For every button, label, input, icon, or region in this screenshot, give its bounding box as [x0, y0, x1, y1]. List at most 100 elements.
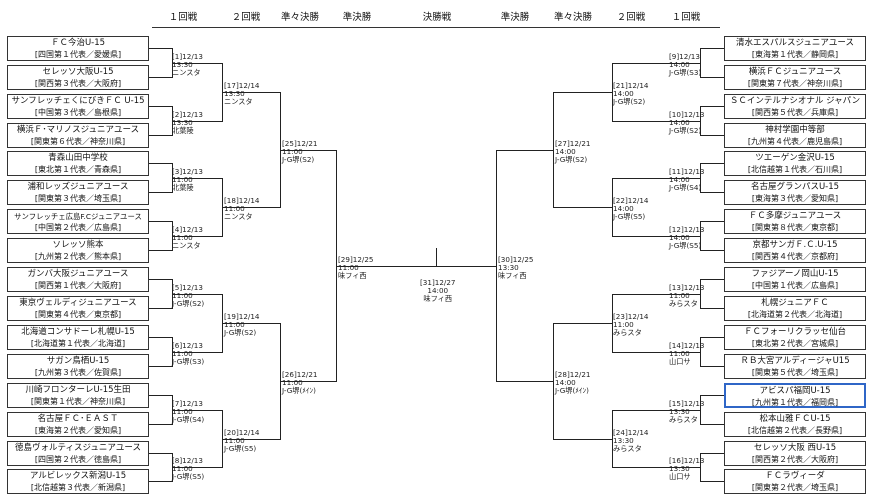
team-box: ＦＣラヴィーダ [関東第２代表／埼玉県]: [724, 469, 866, 494]
match-info: [11]12/13 14:00 J-G堺(S4): [669, 167, 705, 192]
bracket-line: [149, 135, 172, 136]
bracket-line: [149, 366, 172, 367]
bracket-line: [700, 77, 724, 78]
bracket-line: [700, 453, 701, 482]
match-info: [26]12/21 11:00 J-G堺(ﾒｲﾝ): [282, 370, 318, 395]
bracket-line: [553, 439, 612, 440]
team-region: [九州第３代表／佐賀県]: [34, 368, 122, 377]
bracket-line: [172, 63, 222, 64]
team-name: サンフレッチェくにびきＦＣ U-15: [11, 96, 145, 106]
bracket-line: [700, 424, 724, 425]
team-box: 札幌ジュニアＦＣ[北海道第２代表／北海道]: [724, 296, 866, 321]
team-box: 京都サンガＦ.Ｃ.U-15[関西第４代表／京都府]: [724, 238, 866, 263]
bracket-line: [700, 48, 701, 78]
bracket-line: [612, 467, 700, 468]
bracket-line: [700, 48, 724, 49]
team-region: [中国第２代表／広島県]: [34, 223, 122, 232]
team-name: 横浜ＦＣジュニアユース: [748, 67, 842, 77]
team-box: 名古屋グランパスU-15[東海第３代表／愛知県]: [724, 180, 866, 205]
team-region: [北海道第１代表／北海道]: [30, 339, 126, 348]
bracket-line: [468, 266, 496, 267]
bracket-line: [222, 92, 280, 93]
team-box: 横浜ＦＣジュニアユース[関東第７代表／神奈川県]: [724, 65, 866, 90]
match-info: [18]12/14 11:00 ニンスタ: [224, 196, 260, 221]
bracket-line: [280, 150, 336, 151]
bracket-line: [612, 236, 700, 237]
match-info: [29]12/25 11:00 味フィ西: [338, 255, 374, 280]
team-region: [九州第１代表／福岡県]: [751, 398, 839, 407]
team-region: [関東第８代表／東京都]: [751, 223, 839, 232]
bracket-line: [700, 481, 724, 482]
team-region: [関東第２代表／埼玉県]: [751, 483, 839, 492]
bracket-line: [222, 439, 280, 440]
team-name: アビスパ福岡U-15: [759, 386, 831, 396]
team-region: [北信越第３代表／新潟県]: [30, 483, 126, 492]
bracket-line: [496, 150, 553, 151]
bracket-line: [149, 453, 172, 454]
match-info: [15]12/13 13:30 みらスタ: [669, 399, 705, 424]
bracket-line: [700, 453, 724, 454]
team-box: 東京ヴェルディジュニアユース[関東第４代表／東京都]: [7, 296, 149, 321]
bracket-line: [700, 106, 724, 107]
team-box: ＦＣ今治U-15[四国第１代表／愛媛県]: [7, 36, 149, 61]
team-region: [関西第２代表／大阪府]: [751, 455, 839, 464]
round-header: ２回戦: [616, 12, 646, 23]
team-name: 神村学園中等部: [765, 125, 825, 135]
bracket-line: [149, 77, 172, 78]
team-name: 横浜Ｆ･マリノスジュニアユース: [16, 125, 140, 135]
match-info: [19]12/14 11:00 J-G堺(S2): [224, 312, 260, 337]
round-header: 準々決勝: [553, 12, 593, 23]
team-name: 名古屋グランパスU-15: [750, 182, 840, 192]
bracket-line: [700, 250, 724, 251]
match-info: [31]12/27 14:00 味フィ西: [420, 278, 456, 303]
bracket-line: [280, 381, 336, 382]
match-info: [17]12/14 13:30 ニンスタ: [224, 81, 260, 106]
team-region: [関東第３代表／埼玉県]: [34, 194, 122, 203]
bracket-line: [172, 236, 222, 237]
bracket-line: [149, 106, 172, 107]
bracket-line: [149, 424, 172, 425]
team-region: [九州第２代表／熊本県]: [34, 252, 122, 261]
match-info: [8]12/13 11:00 J-G堺(S5): [172, 456, 205, 481]
team-box: 浦和レッズジュニアユース[関東第３代表／埼玉県]: [7, 180, 149, 205]
bracket-line: [149, 192, 172, 193]
bracket-line: [700, 366, 724, 367]
bracket-line: [553, 323, 554, 440]
bracket-line: [700, 308, 724, 309]
bracket-line: [612, 410, 700, 411]
bracket-line: [496, 381, 553, 382]
team-box: ＦＣ多摩ジュニアユース[関東第８代表／東京都]: [724, 209, 866, 234]
team-region: [関東第６代表／神奈川県]: [30, 137, 126, 146]
bracket-line: [172, 352, 222, 353]
team-box: 青森山田中学校[東北第１代表／青森県]: [7, 151, 149, 176]
match-info: [12]12/13 14:00 J-G堺(S5): [669, 225, 705, 250]
bracket-line: [612, 294, 613, 353]
bracket-line: [553, 323, 612, 324]
match-info: [23]12/14 11:00 みらスタ: [613, 312, 649, 337]
team-name: ＦＣフォーリクラッセ仙台: [743, 327, 846, 337]
team-box: セレッソ大阪U-15[関西第３代表／大阪府]: [7, 65, 149, 90]
bracket-line: [700, 395, 701, 425]
match-info: [5]12/13 11:00 J-G堺(S2): [172, 283, 205, 308]
bracket-line: [700, 163, 701, 193]
bracket-line: [553, 92, 612, 93]
match-info: [16]12/13 13:30 山口サ: [669, 456, 705, 481]
bracket-line: [149, 279, 172, 280]
bracket-line: [612, 410, 613, 468]
bracket-line: [700, 163, 724, 164]
team-box: アビスパ福岡U-15 [九州第１代表／福岡県]: [724, 383, 866, 408]
team-region: [北海道第２代表／北海道]: [747, 310, 843, 319]
match-info: [1]12/13 13:30 ニンスタ: [172, 52, 203, 77]
team-name: ＳＣインテルナシオナル ジャパン: [729, 96, 861, 106]
team-name: ＦＣラヴィーダ: [765, 471, 825, 481]
team-box: 徳島ヴォルティスジュニアユース[四国第２代表／徳島県]: [7, 441, 149, 466]
bracket-line: [172, 294, 222, 295]
team-name: ソレッソ熊本: [52, 240, 104, 250]
team-box: アルビレックス新潟U-15[北信越第３代表／新潟県]: [7, 469, 149, 494]
match-info: [14]12/13 11:00 山口サ: [669, 341, 705, 366]
header-underline: [152, 27, 720, 28]
bracket-line: [149, 481, 172, 482]
team-region: [関西第４代表／京都府]: [751, 252, 839, 261]
bracket-line: [149, 163, 172, 164]
team-region: [東北第１代表／青森県]: [34, 165, 122, 174]
